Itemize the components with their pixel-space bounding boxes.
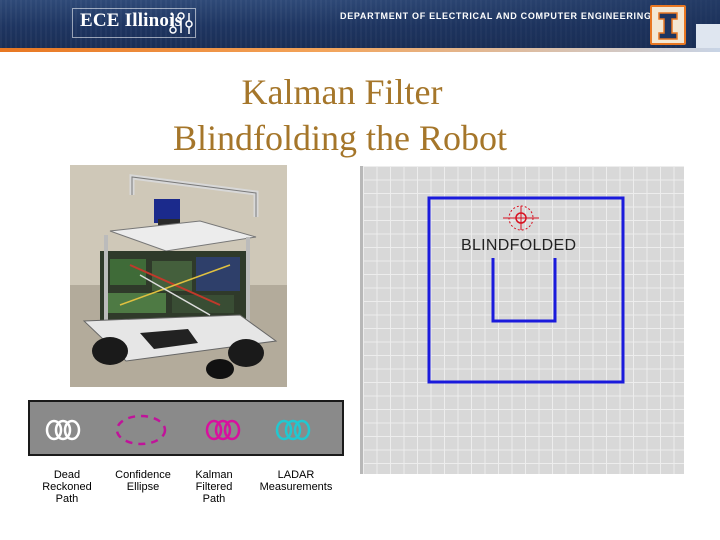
block-i-logo (650, 5, 686, 45)
banner-accent-stripe (0, 48, 720, 52)
robot-illustration (70, 165, 287, 387)
legend-label-dead-reckoned: Dead Reckoned Path (42, 469, 92, 505)
ladar-swatch (275, 419, 311, 441)
dead-reckoned-swatch (45, 419, 81, 441)
inner-path (491, 258, 557, 323)
kalman-filtered-swatch (205, 419, 241, 441)
block-i-icon (658, 12, 678, 40)
robot-path-plot (427, 196, 625, 384)
header-banner: ECE Illinois DEPARTMENT OF ELECTRICAL AN… (0, 0, 720, 48)
legend-label-confidence: Confidence Ellipse (115, 469, 171, 493)
legend-label-ladar: LADAR Measurements (259, 469, 333, 493)
ece-illinois-logo: ECE Illinois (80, 10, 183, 31)
outer-path (427, 196, 625, 384)
confidence-ellipse-swatch (115, 414, 167, 446)
confidence-ellipse-marker (503, 205, 539, 231)
grid-map: BLINDFOLDED (360, 166, 684, 474)
blindfolded-annotation: BLINDFOLDED (461, 237, 577, 254)
department-name: DEPARTMENT OF ELECTRICAL AND COMPUTER EN… (340, 11, 652, 21)
banner-corner (696, 24, 720, 48)
legend-swatches (45, 414, 311, 446)
logo-frame (72, 8, 196, 38)
slide-title: Kalman Filter (241, 72, 443, 112)
circuit-icon (169, 12, 193, 34)
legend-label-kalman: Kalman Filtered Path (195, 469, 233, 505)
slide-subtitle: Blindfolding the Robot (172, 118, 507, 158)
robot-photo (70, 165, 287, 387)
legend-panel (28, 400, 344, 456)
